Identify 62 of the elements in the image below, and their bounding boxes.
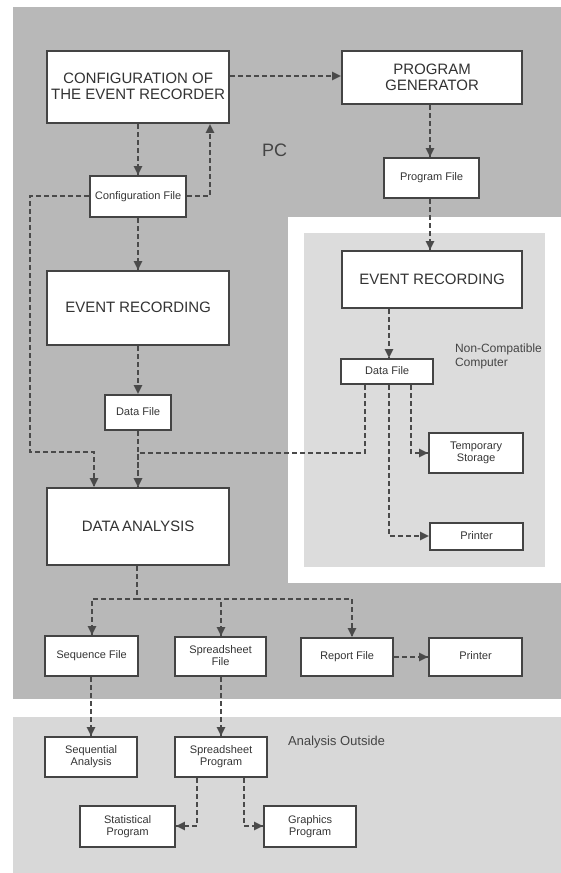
arrow <box>134 124 142 175</box>
process-box <box>428 432 524 474</box>
box-text: Program File <box>399 172 464 184</box>
box-text: Data File <box>364 366 410 378</box>
box-text: EVENT RECORDING <box>64 300 212 316</box>
process-box <box>79 805 176 848</box>
process-box <box>340 358 434 385</box>
process-box <box>46 50 230 124</box>
region-label: Non-Compatible Computer <box>455 342 543 370</box>
arrow <box>176 778 198 830</box>
arrow <box>426 105 434 157</box>
region-panel <box>13 7 561 699</box>
process-box <box>89 175 187 218</box>
arrow <box>86 677 96 736</box>
box-text: Spreadsheet Program <box>188 745 254 769</box>
box-text: EVENT RECORDING <box>358 272 506 288</box>
arrow <box>216 677 226 736</box>
box-text: CONFIGURATION OF THE EVENT RECORDER <box>50 71 226 103</box>
process-box <box>300 637 394 677</box>
arrow <box>134 218 142 270</box>
box-text: Statistical Program <box>102 814 152 838</box>
process-box <box>174 636 267 677</box>
box-text: Data File <box>114 406 162 418</box>
process-box <box>46 487 230 566</box>
box-text: Printer <box>458 651 493 663</box>
region-label: PC <box>262 140 288 161</box>
region-panel <box>288 217 561 583</box>
arrow <box>388 385 429 540</box>
box-text: Spreadsheet File <box>188 644 253 668</box>
process-box <box>44 635 139 677</box>
arrow <box>243 778 263 830</box>
box-text: PROGRAM GENERATOR <box>384 62 480 94</box>
process-box <box>104 394 172 431</box>
process-box <box>174 736 268 778</box>
box-text: Sequence File <box>55 650 128 662</box>
arrow <box>134 431 142 487</box>
arrow <box>384 309 394 358</box>
arrow <box>394 652 428 662</box>
box-text: Graphics Program <box>286 814 334 838</box>
region-label: Analysis Outside <box>288 734 386 749</box>
arrow <box>410 385 428 458</box>
region-panel <box>13 717 561 873</box>
box-text: Printer <box>459 530 494 542</box>
process-box <box>263 805 357 848</box>
box-text: DATA ANALYSIS <box>80 518 196 534</box>
arrow <box>134 346 142 394</box>
process-box <box>428 637 523 677</box>
box-text: Temporary Storage <box>449 441 503 465</box>
arrow <box>29 195 98 487</box>
process-box <box>341 50 523 105</box>
box-text: Configuration File <box>94 190 182 202</box>
process-box <box>44 736 138 778</box>
arrow <box>230 72 341 80</box>
process-box <box>429 522 524 551</box>
process-box <box>383 157 480 199</box>
box-text: Report File <box>319 651 375 663</box>
process-box <box>341 250 523 309</box>
box-text: Sequential Analysis <box>64 745 118 769</box>
arrow <box>136 566 356 637</box>
process-box <box>46 270 230 346</box>
arrow <box>426 199 434 250</box>
arrow <box>187 124 214 197</box>
